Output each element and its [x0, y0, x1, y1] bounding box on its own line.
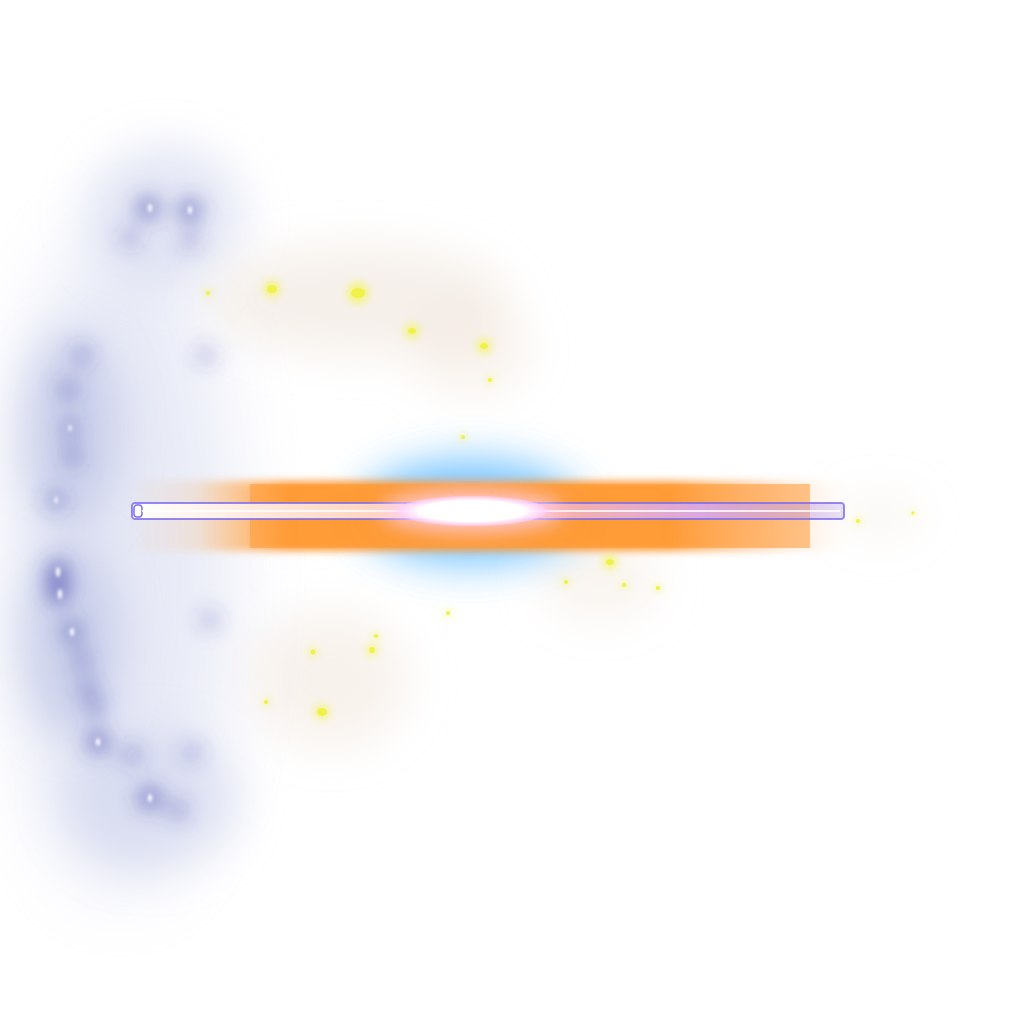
blue-speck-highlights	[54, 204, 192, 802]
beam-white-core	[382, 491, 562, 531]
warm-haze-clouds	[210, 245, 925, 750]
yellow-spark-cores	[206, 285, 915, 716]
blue-specks	[46, 196, 220, 820]
